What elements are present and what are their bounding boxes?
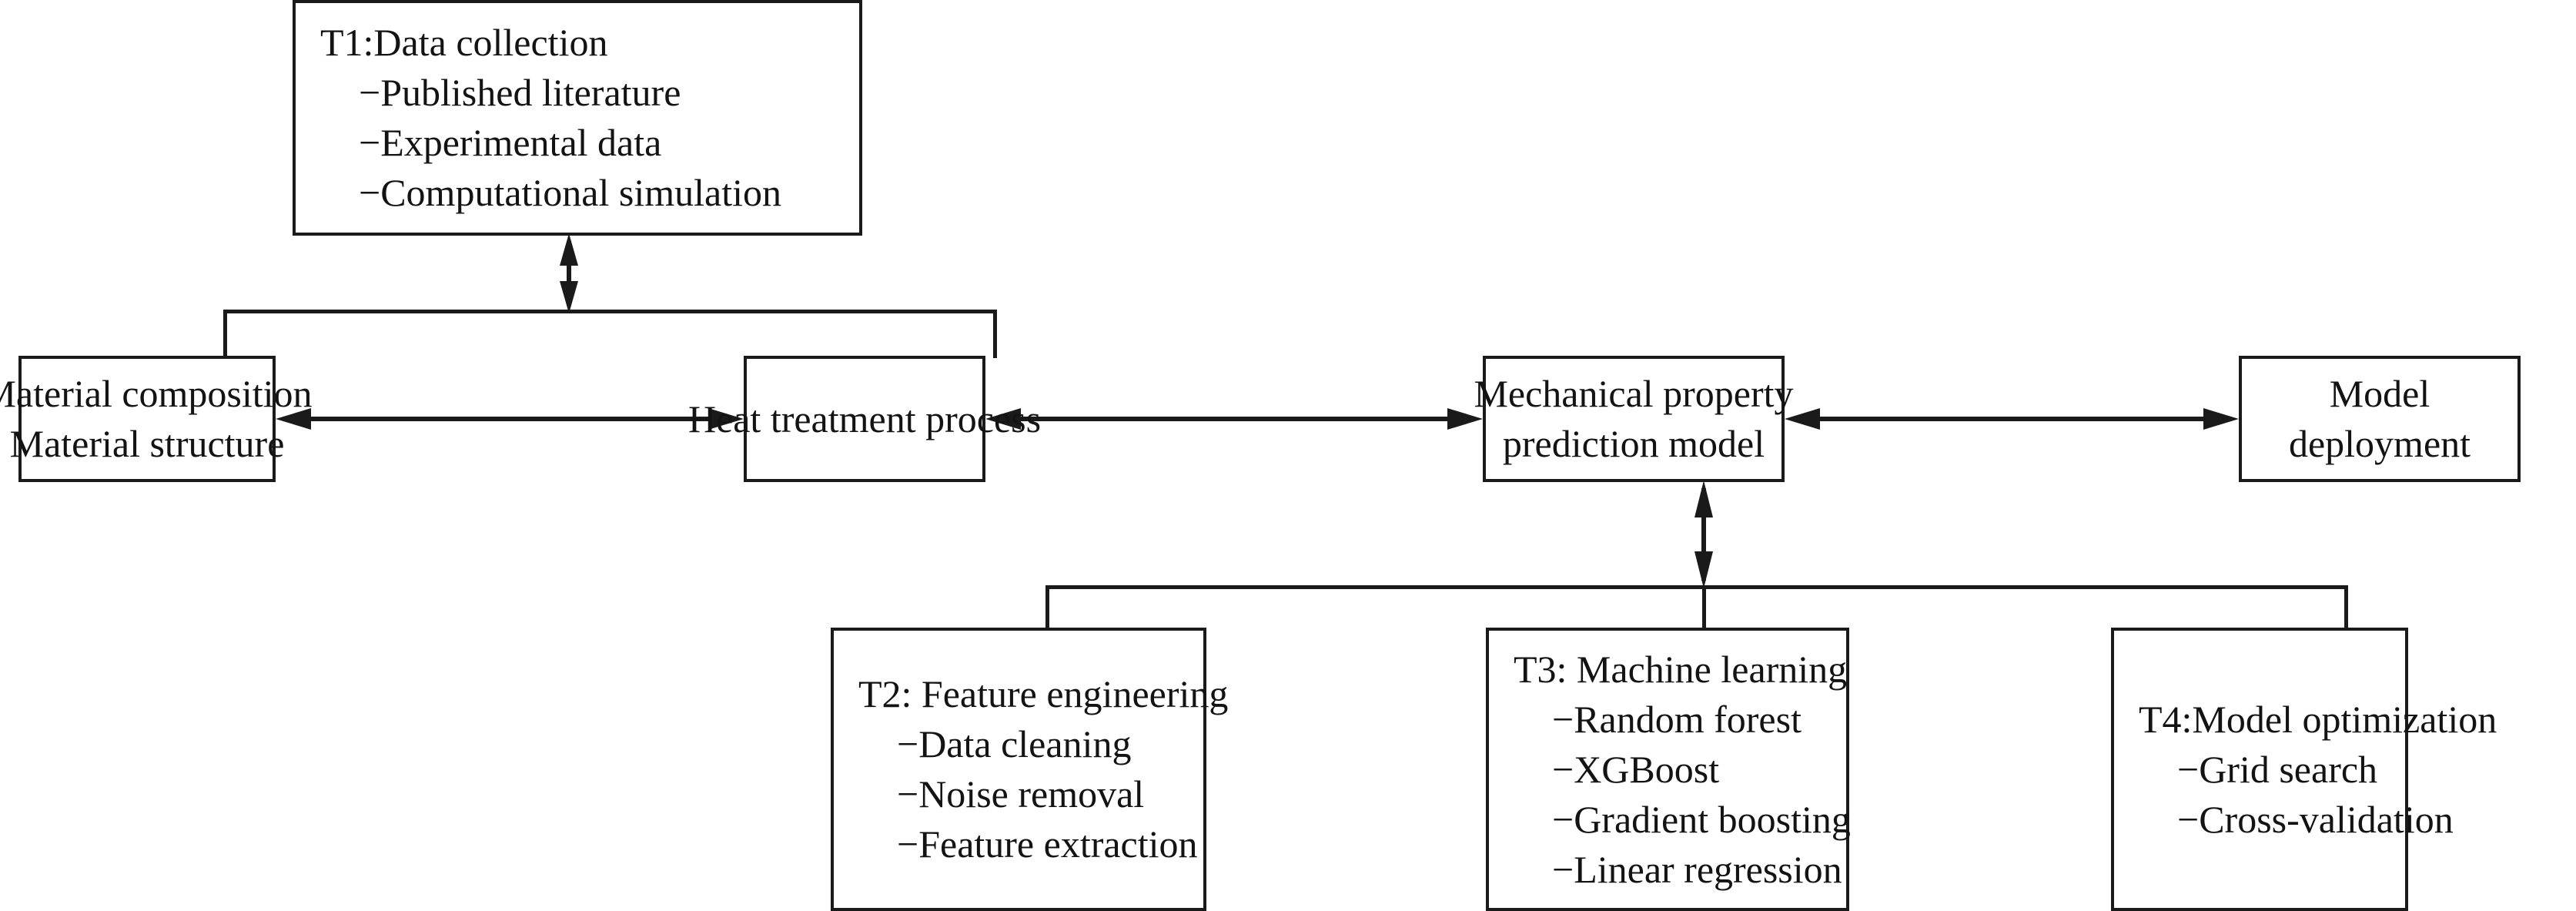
upper-bracket-left-drop — [223, 310, 227, 358]
lower-bracket-horizontal — [1045, 585, 2348, 589]
node-t4-line-3: −Cross-validation — [2177, 797, 2454, 841]
node-material-composition-structure[interactable]: Material composition Material structure — [0, 356, 313, 482]
connector-heat-mechanical-double-arrow — [985, 400, 1483, 438]
upper-bracket-right-drop — [993, 310, 997, 358]
node-t3-line-3: −XGBoost — [1552, 747, 1720, 791]
node-t2-line-1: T2: Feature engineering — [858, 672, 1229, 715]
node-deployment-line-1: Model — [2329, 372, 2430, 415]
node-t1-line-4: −Computational simulation — [359, 171, 781, 214]
node-heat-line-1: Heat treatment process — [687, 397, 1042, 440]
node-t4-model-optimization[interactable]: T4:Model optimization −Grid search −Cros… — [2111, 628, 2497, 911]
node-t2-feature-engineering[interactable]: T2: Feature engineering −Data cleaning −… — [831, 628, 1228, 911]
upper-bracket-horizontal — [223, 310, 997, 313]
lower-bracket-right-drop — [2344, 585, 2348, 630]
node-t3-line-1: T3: Machine learning — [1514, 647, 1848, 691]
node-mechanical-line-2: prediction model — [1502, 422, 1765, 465]
node-t3-line-4: −Gradient boosting — [1552, 797, 1851, 841]
node-t3-line-5: −Linear regression — [1552, 847, 1842, 891]
node-t1-line-3: −Experimental data — [359, 121, 662, 164]
node-t1-line-1: T1:Data collection — [320, 21, 608, 64]
connector-t1-vertical-double-arrow — [550, 233, 588, 313]
node-t3-machine-learning[interactable]: T3: Machine learning −Random forest −XGB… — [1486, 628, 1851, 911]
connector-mechanical-deployment-double-arrow — [1785, 400, 2239, 438]
node-heat-treatment-process[interactable]: Heat treatment process — [688, 356, 1041, 482]
node-material-line-2: Material structure — [9, 422, 285, 465]
node-t1-data-collection[interactable]: T1:Data collection −Published literature… — [293, 0, 862, 236]
node-t1-line-2: −Published literature — [359, 71, 681, 114]
lower-bracket-left-drop — [1045, 585, 1049, 630]
node-mechanical-line-1: Mechanical property — [1474, 372, 1794, 415]
node-t2-line-2: −Data cleaning — [897, 722, 1132, 765]
node-model-deployment[interactable]: Model deployment — [2239, 356, 2521, 482]
node-t2-line-4: −Feature extraction — [897, 822, 1198, 866]
connector-material-heat-double-arrow — [276, 400, 744, 438]
node-t4-line-2: −Grid search — [2177, 747, 2378, 791]
node-t2-line-3: −Noise removal — [897, 772, 1145, 816]
lower-bracket-mid-drop — [1702, 585, 1706, 630]
node-t3-line-2: −Random forest — [1552, 697, 1802, 741]
node-mechanical-property-prediction-model[interactable]: Mechanical property prediction model — [1474, 356, 1794, 482]
connector-mechanical-lower-bracket-double-arrow — [1684, 481, 1723, 588]
node-deployment-line-2: deployment — [2288, 422, 2471, 465]
node-material-line-1: Material composition — [0, 372, 313, 415]
node-t4-line-1: T4:Model optimization — [2139, 697, 2497, 741]
